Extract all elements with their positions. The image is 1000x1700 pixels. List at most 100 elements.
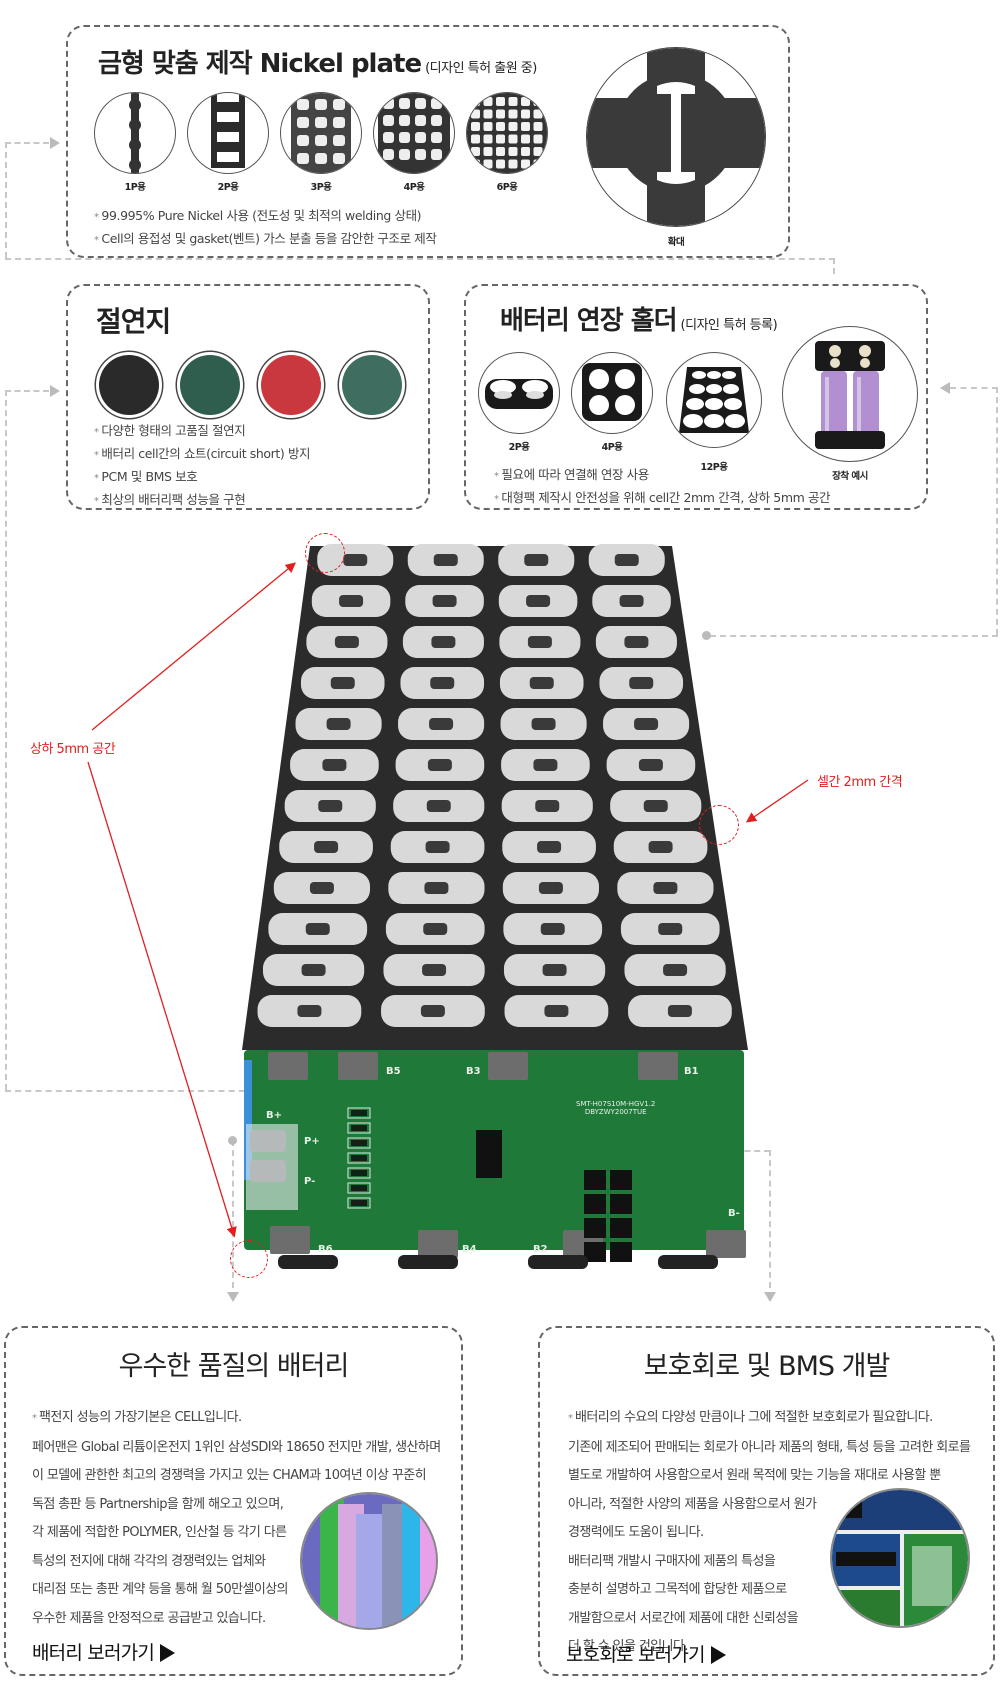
bms-view-link-text[interactable]: 보호회로 보러가기: [566, 1644, 705, 1666]
battery-view-link-text[interactable]: 배터리 보러가기: [32, 1642, 155, 1664]
quality-line: 팩전지 성능의 가장기본은 CELL입니다.: [32, 1404, 441, 1434]
nickel-plate-1p-icon: [129, 93, 141, 173]
nickel-strip-hole: [301, 964, 326, 976]
cell-gap-annotation: 셀간 2mm 간격: [817, 775, 903, 790]
insulation-title: 절연지: [96, 305, 171, 338]
nickel-sample-label: 4P용: [403, 182, 425, 193]
holder-sample-label: 2P용: [508, 442, 530, 453]
cell-gap-highlight: [699, 805, 739, 845]
nickel-strip-hole: [531, 718, 556, 730]
connector-dot: [228, 1136, 237, 1145]
arrow-down-icon: [764, 1292, 776, 1302]
insulation-card: 절연지 다양한 형태의 고품질 절연지 배터리 cell간의 쇼트(circui…: [66, 284, 430, 510]
nickel-strip-hole: [624, 636, 649, 648]
bms-line: 경쟁력에도 도움이 됩니다.: [568, 1525, 704, 1540]
holder-bullets: 필요에 따라 연결해 연장 사용 대형팩 제작시 안전성을 위해 cell간 2…: [494, 464, 830, 510]
connector-left-top: [5, 142, 7, 258]
vertical-gap-annotation: 상하 5mm 공간: [30, 742, 116, 757]
nickel-strip-hole: [425, 841, 450, 853]
holder-bullet: 필요에 따라 연결해 연장 사용: [494, 464, 830, 487]
swatch-fill: [180, 355, 240, 415]
nickel-sample-label: 3P용: [310, 182, 332, 193]
pcb-terminal-p-minus: P-: [304, 1176, 316, 1187]
play-triangle-icon: [710, 1646, 726, 1664]
nickel-bullet: Cell의 용접성 및 gasket(벤트) 가스 분출 등을 감안한 구조로 …: [94, 228, 436, 251]
quality-line: 각 제품에 적합한 POLYMER, 인산철 등 각기 다른: [32, 1525, 287, 1540]
pcb-terminal-b1: B1: [684, 1066, 699, 1077]
pcb-terminal-b3: B3: [466, 1066, 481, 1077]
nickel-strip-hole: [431, 636, 456, 648]
nickel-strip-hole: [334, 636, 359, 648]
nickel-strip-hole: [430, 677, 455, 689]
holder-title: 배터리 연장 홀더(디자인 특허 등록): [500, 300, 778, 337]
nickel-sample-label: 6P용: [496, 182, 518, 193]
nickel-bullets: 99.995% Pure Nickel 사용 (전도성 및 최적의 weldin…: [94, 205, 436, 251]
holder-mounted-battery-icon: [815, 341, 885, 449]
bms-card: 보호회로 및 BMS 개발 배터리의 수요의 다양성 만큼이나 그에 적절한 보…: [538, 1326, 995, 1676]
connector-right-v: [996, 387, 998, 635]
nickel-strip-hole: [314, 841, 339, 853]
connector-mid-h: [5, 258, 835, 260]
nickel-strip-hole: [305, 923, 330, 935]
pcb-terminal-b-minus: B-: [728, 1208, 740, 1219]
nickel-strip-hole: [424, 882, 449, 894]
holder-4p-icon: [582, 363, 642, 421]
holder-4p: [571, 352, 653, 434]
insulation-swatch-dark-green: [177, 352, 243, 418]
nickel-strip-hole: [529, 677, 554, 689]
nickel-strip-hole: [433, 554, 458, 566]
bms-line: 개발함으로서 서로간에 제품에 대한 신뢰성을: [568, 1610, 799, 1626]
bms-line: 더 할 수 있을 것입니다.: [568, 1639, 689, 1654]
nickel-strip-hole: [658, 923, 683, 935]
bms-title: 보호회로 및 BMS 개발: [643, 1351, 891, 1382]
quality-line: 독점 총판 등 Partnership을 함께 해오고 있으며,: [32, 1496, 284, 1512]
battery-pack-illustration: [242, 544, 748, 1269]
bms-line: 충분히 설명하고 그목적에 합당한 제품으로: [568, 1582, 787, 1597]
quality-line: 우수한 제품을 안정적으로 공급받고 있습니다.: [32, 1610, 266, 1626]
insulation-bullet: 배터리 cell간의 쇼트(circuit short) 방지: [94, 443, 310, 466]
holder-example: [782, 326, 918, 462]
battery-pack-photo: B+ P+ P- B5 B3 B1 B6 B4 B2 B- SMT-H07S10…: [238, 530, 754, 1275]
connector-left-long: [5, 390, 7, 1090]
battery-view-link[interactable]: 배터리 보러가기: [32, 1638, 176, 1665]
holder-subtitle: (디자인 특허 등록): [680, 318, 778, 333]
bms-line: 별도로 개발하여 사용함으로서 원래 목적에 맞는 기능을 재대로 사용할 뿐: [568, 1468, 941, 1483]
nickel-strip-hole: [526, 595, 551, 607]
connector-pcb-left: [232, 1140, 234, 1288]
arrow-to-bottom-gap: [87, 761, 237, 1238]
nickel-strip-hole: [326, 718, 351, 730]
nickel-strip-hole: [427, 759, 452, 771]
bms-line: 배터리의 수요의 다양성 만큼이나 그에 적절한 보호회로가 필요합니다.: [568, 1404, 970, 1434]
nickel-strip-hole: [667, 1005, 692, 1017]
pcb-terminal-b6: B6: [318, 1244, 333, 1255]
bms-view-link[interactable]: 보호회로 보러가기: [566, 1640, 726, 1667]
quality-title: 우수한 품질의 배터리: [118, 1351, 350, 1382]
nickel-strip-hole: [339, 595, 364, 607]
connector-left-insul-h: [5, 390, 49, 392]
nickel-strip-hole: [629, 677, 654, 689]
nickel-strip-hole: [318, 800, 343, 812]
pcb-model: SMT-H07S10M-HGV1.2: [576, 1100, 656, 1108]
insulation-swatch-red: [258, 352, 324, 418]
connector-pcb-right: [769, 1150, 771, 1288]
holder-2p-icon: [485, 379, 553, 409]
nickel-plate-card: 금형 맞춤 제작 Nickel plate(디자인 특허 출원 중) 1P용 2…: [66, 25, 790, 258]
battery-cells-photo: [300, 1492, 438, 1630]
pcb-boards-icon: [832, 1490, 968, 1626]
nickel-strip-hole: [297, 1005, 322, 1017]
nickel-plate-4p-icon: [378, 93, 450, 173]
pcb-terminal-b4: B4: [462, 1244, 477, 1255]
bms-line: 기존에 제조되어 판매되는 회로가 아니라 제품의 형태, 특성 등을 고려한 …: [568, 1439, 971, 1455]
bottom-gap-highlight: [230, 1240, 268, 1278]
nickel-strip-hole: [533, 759, 558, 771]
nickel-zoom-icon: [587, 48, 765, 226]
quality-card: 우수한 품질의 배터리 팩전지 성능의 가장기본은 CELL입니다. 페어맨은 …: [4, 1326, 463, 1676]
battery-cells-icon: [302, 1494, 436, 1628]
nickel-strip-hole: [426, 800, 451, 812]
connector-right-h: [710, 635, 998, 637]
nickel-strip-hole: [538, 882, 563, 894]
quality-line: 특성의 전지에 대해 각각의 경쟁력있는 업체와: [32, 1553, 266, 1569]
pcb-serial: DBYZWY2007TUE: [584, 1108, 647, 1116]
pcb-boards-photo: [830, 1488, 970, 1628]
nickel-strip-hole: [322, 759, 347, 771]
